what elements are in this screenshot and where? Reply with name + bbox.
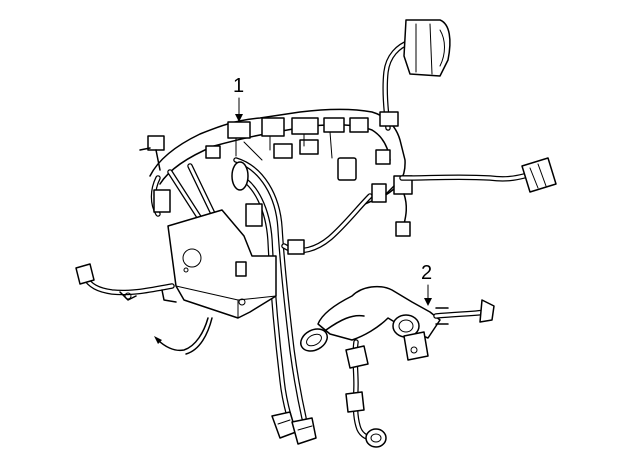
connector-left-side	[153, 189, 171, 213]
connector-top-e	[349, 117, 369, 133]
leader-arrow-2	[424, 298, 432, 306]
connector-right-top	[375, 149, 391, 165]
connector-top-a	[227, 121, 251, 139]
hose-clamp-lower	[345, 391, 365, 413]
connector-far-right	[521, 157, 557, 193]
connector-inner	[245, 203, 263, 227]
bracket-clip	[235, 261, 247, 277]
engine-wiring-harness	[75, 19, 557, 445]
connector-left-b	[205, 145, 221, 159]
connector-mid-c	[337, 157, 357, 181]
connector-top-c	[291, 117, 319, 135]
leader-arrow-1	[235, 114, 243, 122]
connector-right-a	[371, 183, 387, 203]
connector-center	[287, 239, 305, 255]
connector-bottom-b	[291, 417, 317, 445]
connector-top-b	[261, 117, 285, 137]
connector-mid-a	[273, 143, 293, 159]
connector-right-c	[395, 221, 411, 237]
pipe-mount-tab	[403, 331, 429, 361]
coolant-pipe-assembly	[300, 285, 495, 448]
callout-label-1: 1	[233, 75, 245, 97]
connector-mid-b	[299, 139, 319, 155]
connector-top-d	[323, 117, 345, 133]
callout-label-2: 2	[421, 262, 433, 284]
connector-oval	[231, 161, 249, 191]
callout-leaders	[235, 97, 432, 306]
connector-top-right	[403, 19, 451, 77]
connector-pigtail-left	[75, 263, 95, 285]
hose-clamp-upper	[345, 345, 369, 369]
connector-upper-right	[379, 111, 399, 127]
pipe-end-right	[479, 299, 495, 323]
hose-end-fitting	[365, 428, 387, 448]
pipe-end-left	[300, 328, 328, 352]
